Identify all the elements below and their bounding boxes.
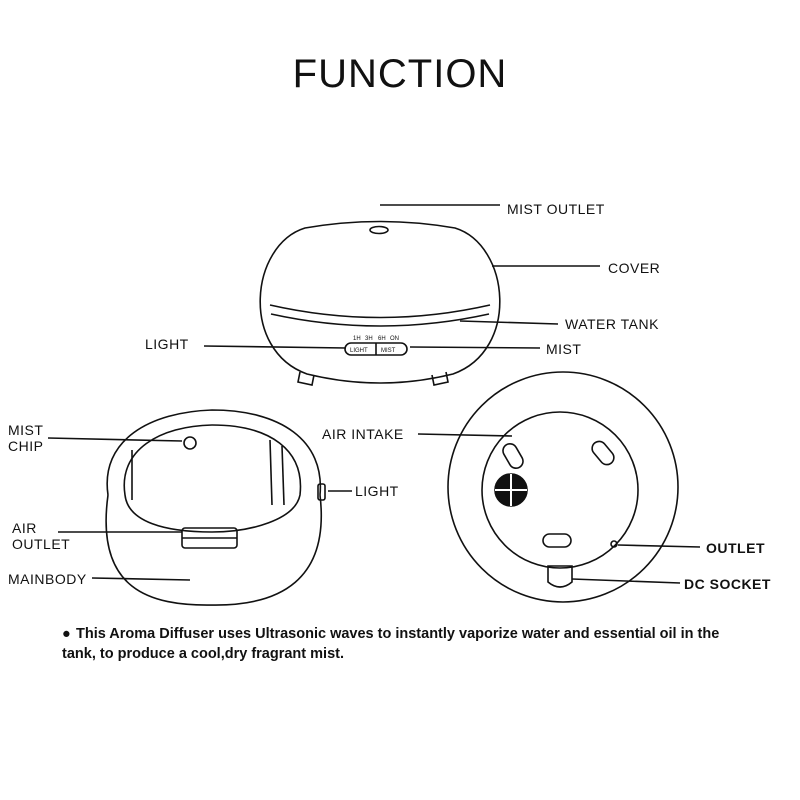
timer-1h: 1H [353, 336, 361, 342]
label-mist-chip: MIST CHIP [8, 422, 44, 454]
label-dc-socket: DC SOCKET [684, 576, 771, 592]
bullet-icon: ● [62, 626, 71, 642]
label-mist-outlet: MIST OUTLET [507, 201, 605, 217]
label-air-outlet: AIR OUTLET [12, 520, 71, 552]
timer-3h: 3H [365, 336, 373, 342]
timer-6h: 6H [378, 336, 386, 342]
description-note: ●This Aroma Diffuser uses Ultrasonic wav… [62, 624, 742, 664]
diffuser-assembled [259, 220, 501, 386]
label-mainbody: MAINBODY [8, 571, 87, 587]
diffuser-underside [447, 371, 679, 603]
timer-on: ON [390, 336, 399, 342]
label-light: LIGHT [145, 336, 189, 352]
label-air-intake: AIR INTAKE [322, 426, 404, 442]
panel-light-button[interactable]: LIGHT [350, 348, 368, 354]
label-light-side: LIGHT [355, 483, 399, 499]
page-title: FUNCTION [292, 52, 508, 96]
diffuser-mainbody [105, 409, 326, 606]
panel-mist-button[interactable]: MIST [381, 348, 396, 354]
label-water-tank: WATER TANK [565, 316, 659, 332]
label-mist: MIST [546, 341, 582, 357]
label-outlet: OUTLET [706, 540, 765, 556]
description-text: This Aroma Diffuser uses Ultrasonic wave… [62, 626, 720, 662]
label-cover: COVER [608, 260, 661, 276]
